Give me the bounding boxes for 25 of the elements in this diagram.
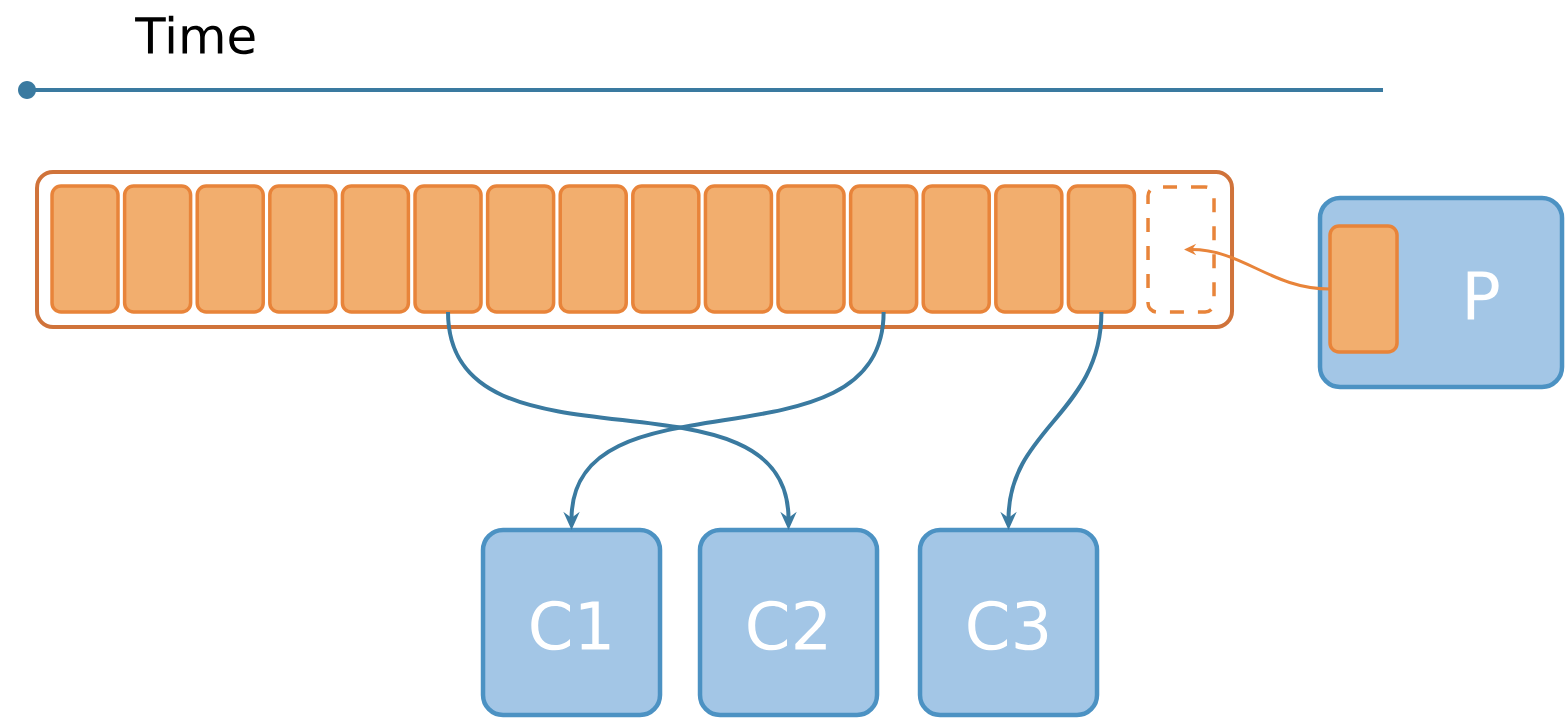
- message-block: [1066, 184, 1137, 314]
- box-label: C2: [748, 600, 826, 651]
- box-label: C3: [968, 600, 1048, 651]
- message-block: [921, 184, 991, 314]
- message-block: [122, 184, 193, 314]
- box-label: C1: [531, 600, 610, 651]
- process-box: [480, 527, 663, 718]
- axis-label: Time: [135, 15, 255, 55]
- message-block: [340, 184, 411, 314]
- message-block: [50, 184, 120, 314]
- message-block: [485, 184, 556, 314]
- message-block: [413, 184, 483, 314]
- message-block: [631, 184, 701, 314]
- message-block: [268, 184, 338, 314]
- message-block: [195, 184, 265, 314]
- message-block: [994, 184, 1064, 314]
- process-box: [917, 527, 1100, 718]
- message-block: [776, 184, 846, 314]
- message-block: [1328, 224, 1399, 354]
- empty-slot: [1146, 185, 1216, 314]
- message-block: [558, 184, 628, 314]
- message-block: [703, 184, 774, 314]
- message-block: [848, 184, 919, 314]
- box-label: P: [1467, 271, 1499, 320]
- process-box: [697, 527, 880, 718]
